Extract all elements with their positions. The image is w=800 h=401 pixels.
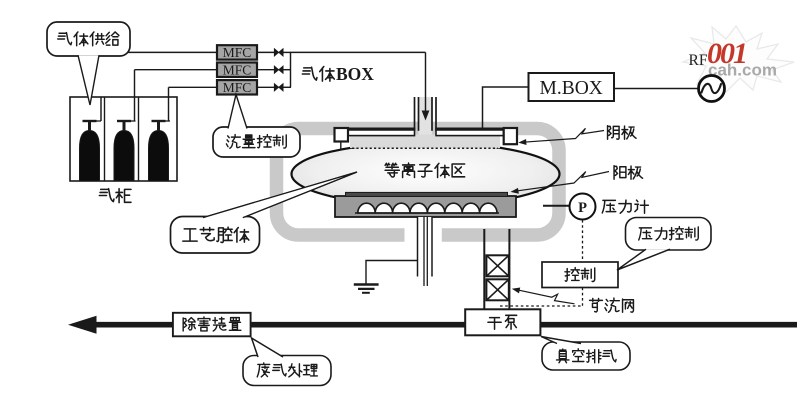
svg-text:P: P — [578, 200, 587, 216]
svg-text:RF: RF — [689, 52, 708, 69]
svg-text:BOX: BOX — [336, 64, 374, 84]
svg-text:M.BOX: M.BOX — [540, 78, 603, 99]
svg-text:MFC: MFC — [223, 80, 252, 95]
svg-text:001: 001 — [707, 37, 746, 70]
svg-text:MFC: MFC — [223, 63, 252, 78]
svg-text:cah.com: cah.com — [708, 61, 777, 80]
svg-text:MFC: MFC — [223, 45, 252, 60]
